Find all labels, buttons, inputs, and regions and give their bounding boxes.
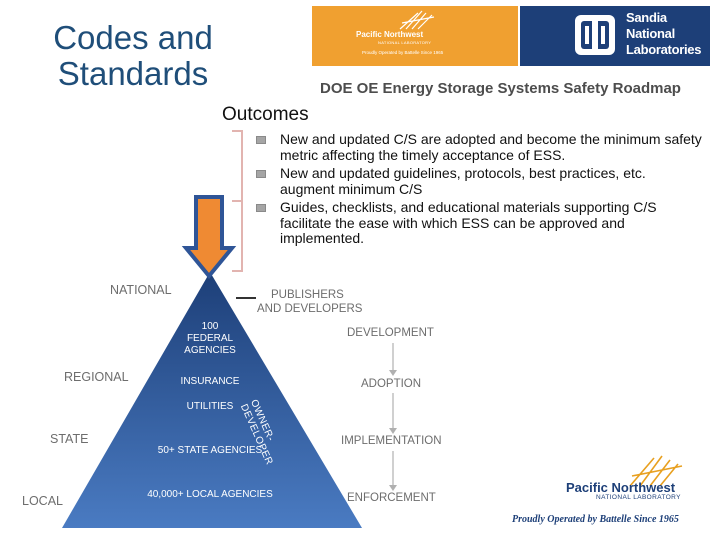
outcomes-list: New and updated C/S are adopted and beco… xyxy=(256,131,702,250)
state-agencies-label: 50+ STATE AGENCIES xyxy=(157,445,263,456)
slide-title-line2: Standards xyxy=(57,55,209,92)
sandia-line2: National xyxy=(626,26,675,41)
slide-title: Codes and Standards xyxy=(38,20,228,92)
level-local: LOCAL xyxy=(22,494,63,508)
pnnl-top-operated: Proudly Operated by Battelle Since 1965 xyxy=(362,50,444,55)
pnnl-logo-bottom: Pacific Northwest NATIONAL LABORATORY Pr… xyxy=(508,454,713,534)
pyramid-shape xyxy=(62,272,362,528)
federal-agencies-label: 100 FEDERAL AGENCIES xyxy=(170,321,250,357)
outcome-item: Guides, checklists, and educational mate… xyxy=(256,199,702,247)
local-agencies-label: 40,000+ LOCAL AGENCIES xyxy=(147,489,273,500)
slide-title-line1: Codes and xyxy=(53,19,213,56)
down-arrow-icon xyxy=(181,195,237,280)
stage-enforcement: ENFORCEMENT xyxy=(347,492,436,504)
outcomes-heading: Outcomes xyxy=(222,104,309,125)
pnnl-top-name: Pacific Northwest xyxy=(356,30,424,39)
bullet-square-icon xyxy=(256,136,266,144)
bracket-tick-2 xyxy=(232,200,243,202)
pnnl-bottom-operated: Proudly Operated by Battelle Since 1965 xyxy=(512,514,679,525)
level-national: NATIONAL xyxy=(110,283,172,297)
publishers-line2: AND DEVELOPERS xyxy=(257,303,363,315)
sandia-thunderbird-icon xyxy=(575,15,615,55)
pnnl-bottom-name: Pacific Northwest xyxy=(566,480,676,495)
publishers-label: PUBLISHERS AND DEVELOPERS xyxy=(257,288,362,316)
pnnl-logo-top: Pacific Northwest NATIONAL LABORATORY Pr… xyxy=(312,6,518,66)
sandia-logo: Sandia National Laboratories xyxy=(520,6,710,66)
sandia-wordmark: Sandia National Laboratories xyxy=(626,10,701,58)
federal-line3: AGENCIES xyxy=(184,345,236,356)
outcome-text: New and updated guidelines, protocols, b… xyxy=(280,165,646,197)
roadmap-title: DOE OE Energy Storage Systems Safety Roa… xyxy=(320,80,681,97)
pnnl-top-sub: NATIONAL LABORATORY xyxy=(378,40,432,45)
federal-line1: 100 xyxy=(201,321,219,332)
sandia-line1: Sandia xyxy=(626,10,667,25)
bracket-tick-3 xyxy=(232,270,243,272)
outcome-item: New and updated guidelines, protocols, b… xyxy=(256,165,702,197)
stage-adoption: ADOPTION xyxy=(361,378,422,390)
outcome-text: Guides, checklists, and educational mate… xyxy=(280,199,657,246)
publishers-line1: PUBLISHERS xyxy=(271,289,344,301)
bracket-tick-1 xyxy=(232,130,243,132)
sandia-line3: Laboratories xyxy=(626,42,702,57)
level-regional: REGIONAL xyxy=(64,370,129,384)
federal-line2: FEDERAL xyxy=(186,333,234,344)
pnnl-bottom-sub: NATIONAL LABORATORY xyxy=(596,494,681,501)
pnnl-spark-icon xyxy=(629,455,683,487)
bullet-square-icon xyxy=(256,170,266,178)
outcome-text: New and updated C/S are adopted and beco… xyxy=(280,131,702,163)
bullet-square-icon xyxy=(256,204,266,212)
level-state: STATE xyxy=(50,432,89,446)
insurance-label: INSURANCE xyxy=(180,376,240,387)
stage-development: DEVELOPMENT xyxy=(347,327,434,339)
utilities-label: UTILITIES xyxy=(186,401,234,412)
stage-arrowheads xyxy=(389,370,397,491)
outcome-item: New and updated C/S are adopted and beco… xyxy=(256,131,702,163)
stage-implementation: IMPLEMENTATION xyxy=(341,435,442,447)
pnnl-spark-icon xyxy=(399,10,435,30)
